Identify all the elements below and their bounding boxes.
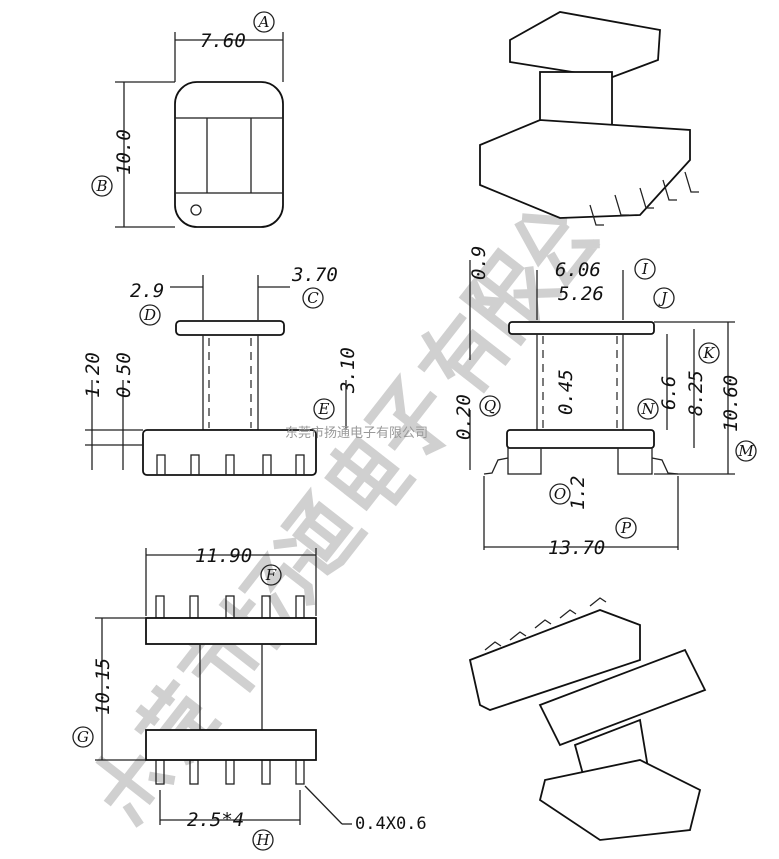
label-J: J	[658, 289, 668, 307]
label-E: E	[318, 400, 330, 418]
side-view	[469, 260, 735, 550]
label-I: I	[641, 260, 649, 278]
front-view	[85, 275, 347, 476]
dim-Q: 0.20	[453, 394, 475, 440]
label-O: O	[554, 485, 566, 503]
watermark-small: 东莞市扬通电子有限公司	[285, 425, 428, 441]
label-N: N	[640, 400, 655, 418]
dim-N: 6.6	[658, 376, 680, 410]
label-B: B	[95, 177, 107, 195]
dim-E: 3.10	[337, 347, 359, 394]
dim-left-2: 0.50	[113, 352, 135, 398]
label-F: F	[265, 566, 277, 584]
dim-top-flange: 0.9	[468, 246, 490, 280]
dim-K: 8.25	[685, 370, 707, 416]
dim-D: 2.9	[130, 280, 164, 302]
dim-J: 5.26	[558, 283, 604, 305]
label-G: G	[77, 728, 89, 746]
dim-M: 10.60	[720, 375, 742, 432]
label-P: P	[620, 519, 632, 537]
label-H: H	[255, 831, 270, 849]
isometric-top-view	[479, 11, 699, 226]
top-view	[115, 32, 284, 228]
bottom-view	[95, 548, 352, 825]
dim-F: 11.90	[195, 545, 252, 567]
label-D: D	[143, 306, 156, 324]
dim-left-1: 1.20	[82, 352, 104, 398]
label-K: K	[702, 344, 715, 362]
dim-A: 7.60	[200, 30, 246, 52]
label-C: C	[307, 289, 319, 307]
dim-H: 2.5*4	[187, 809, 244, 831]
dim-B: 10.0	[113, 129, 135, 175]
dim-I: 6.06	[555, 259, 601, 281]
dim-P: 13.70	[548, 537, 605, 559]
dim-O: 1.2	[567, 476, 589, 510]
isometric-bottom-view	[468, 597, 707, 841]
dim-G: 10.15	[92, 658, 114, 715]
dim-C: 3.70	[291, 264, 338, 286]
label-A: A	[257, 13, 270, 31]
label-M: M	[737, 442, 754, 460]
pin-size-note: 0.4X0.6	[355, 814, 427, 834]
label-Q: Q	[484, 397, 496, 415]
dim-wall: 0.45	[555, 369, 577, 415]
